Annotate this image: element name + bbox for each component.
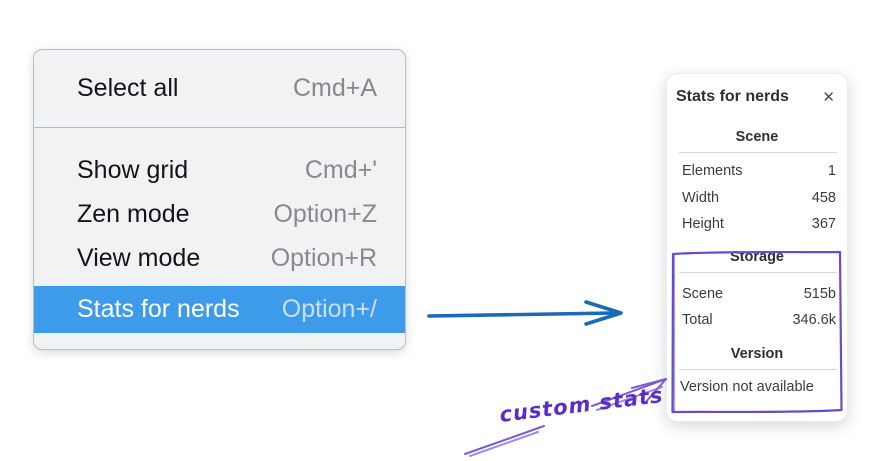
menu-item-label: View mode (77, 243, 201, 272)
panel-title: Stats for nerds (676, 88, 789, 105)
menu-item-label: Select all (77, 74, 179, 102)
section-divider (679, 152, 837, 153)
stat-label: Width (682, 189, 720, 206)
menu-item-label: Stats for nerds (77, 295, 240, 323)
menu-item-label: Zen mode (77, 199, 190, 228)
section-header: Storage (730, 248, 784, 265)
menu-separator (34, 127, 405, 128)
stat-row-height: Height 367 (667, 211, 847, 238)
menu-item-zen-mode[interactable]: Zen mode Option+Z (34, 192, 405, 236)
flow-arrow-icon (427, 300, 623, 326)
section-rows: Elements 1 Width 458 Height 367 (667, 158, 847, 238)
menu-item-select-all[interactable]: Select all Cmd+A (34, 50, 405, 127)
section-storage: Storage Scene 515b Total 346.6k (667, 249, 847, 334)
close-icon[interactable]: ✕ (822, 88, 835, 106)
stat-row-elements: Elements 1 (667, 158, 847, 185)
menu-item-stats-for-nerds[interactable]: Stats for nerds Option+/ (34, 286, 405, 333)
stat-row-total-storage: Total 346.6k (667, 307, 847, 334)
stat-label: Elements (682, 163, 743, 180)
section-header: Version (730, 345, 784, 362)
menu-item-shortcut: Option+/ (281, 295, 377, 323)
stat-label: Total (682, 312, 713, 329)
menu-item-show-grid[interactable]: Show grid Cmd+' (34, 148, 405, 192)
menu-item-shortcut: Option+Z (273, 199, 377, 228)
stat-label: Height (682, 216, 724, 233)
stats-panel: Stats for nerds ✕ Scene Elements 1 Width… (666, 73, 848, 422)
stat-row-scene-storage: Scene 515b (667, 281, 847, 308)
stat-value: 1 (827, 163, 836, 180)
menu-item-shortcut: Cmd+' (304, 155, 377, 184)
menu-item-label: Show grid (77, 155, 189, 184)
stat-value: 367 (811, 216, 836, 233)
context-menu: Select all Cmd+A Show grid Cmd+' Zen mod… (33, 49, 406, 350)
version-note: Version not available (680, 378, 814, 395)
stat-value: 458 (811, 189, 836, 206)
section-divider (679, 368, 837, 370)
section-header: Scene (735, 129, 779, 145)
menu-item-view-mode[interactable]: View mode Option+R (34, 236, 405, 280)
menu-item-shortcut: Cmd+A (292, 74, 377, 102)
stat-value: 515b (803, 285, 836, 302)
stat-label: Scene (682, 285, 724, 302)
section-divider (679, 271, 837, 273)
section-scene: Scene Elements 1 Width 458 Height 367 (667, 129, 847, 238)
stat-value: 346.6k (792, 312, 836, 329)
section-rows: Scene 515b Total 346.6k (667, 281, 847, 334)
annotation-text: custom stats (498, 383, 665, 427)
stat-row-width: Width 458 (667, 185, 847, 212)
menu-item-shortcut: Option+R (270, 243, 377, 272)
stats-panel-header: Stats for nerds ✕ (667, 74, 847, 106)
section-version: Version Version not available (667, 346, 847, 395)
menu-group: Show grid Cmd+' Zen mode Option+Z View m… (34, 128, 405, 333)
